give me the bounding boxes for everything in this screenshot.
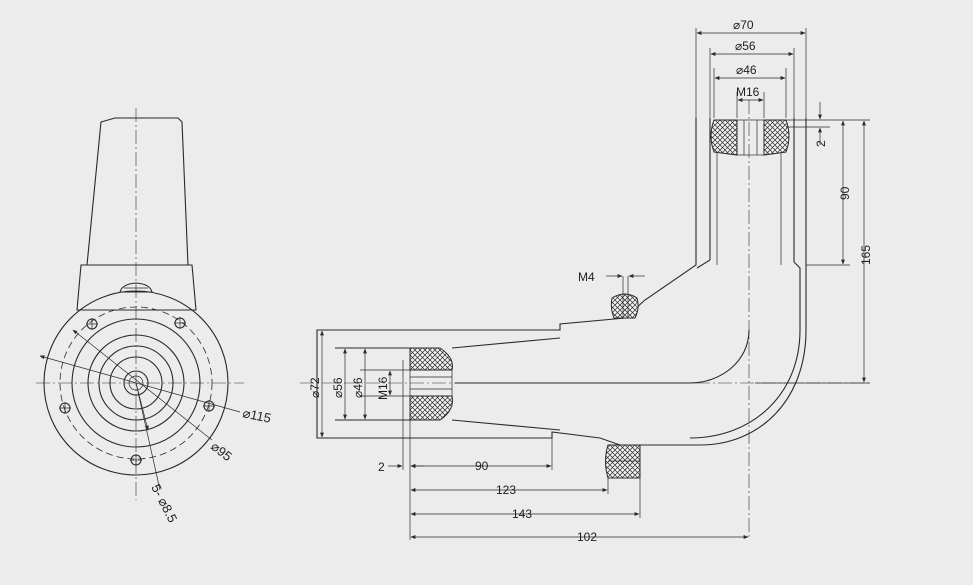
- dim-holes: 5- ⌀8.5: [148, 482, 180, 525]
- front-dimension-labels: ⌀115 ⌀95 5- ⌀8.5: [148, 405, 272, 525]
- dim-top-h90: 90: [838, 186, 852, 200]
- top-dimensions: ⌀70 ⌀56 ⌀46 M16 2 90 165: [695, 18, 873, 384]
- front-body-outline: [76, 264, 197, 311]
- dim-left-m16: M16: [376, 376, 390, 400]
- dim-left-d46: ⌀46: [351, 377, 365, 398]
- dim-left-d72: ⌀72: [308, 377, 322, 398]
- bottom-dimensions: 90 123 143 102: [410, 432, 749, 544]
- dim-top-m16: M16: [736, 85, 760, 99]
- dim-bottom-143: 143: [512, 507, 532, 521]
- dim-top-d46: ⌀46: [736, 63, 757, 77]
- side-view: ⌀70 ⌀56 ⌀46 M16 2 90 165: [300, 18, 873, 544]
- dim-bottom-102: 102: [577, 530, 597, 544]
- dim-left-d56: ⌀56: [331, 377, 345, 398]
- top-insert: [710, 119, 790, 156]
- m4-insert: [610, 276, 639, 319]
- dim-d115: ⌀115: [241, 405, 272, 426]
- dim-top-d56: ⌀56: [735, 39, 756, 53]
- dim-top-d70: ⌀70: [733, 18, 754, 32]
- dim-bottom-123: 123: [496, 483, 516, 497]
- dim-left-gap2: 2: [378, 460, 385, 474]
- m4-dimension: M4: [578, 270, 645, 284]
- dim-d95: ⌀95: [208, 439, 235, 465]
- left-insert: [409, 347, 453, 421]
- bolt-holes: [59, 317, 215, 466]
- elbow-inner-curve: [455, 329, 750, 384]
- dim-bottom-90: 90: [475, 459, 489, 473]
- bottom-insert: [605, 444, 641, 479]
- left-dimensions: ⌀72 ⌀56 ⌀46 M16 2: [308, 330, 424, 540]
- dim-m4: M4: [578, 270, 595, 284]
- elbow-outer-outline: [316, 118, 807, 446]
- front-neck-outline: [86, 117, 189, 266]
- dim-top-gap2: 2: [814, 140, 828, 147]
- front-view: ⌀115 ⌀95 5- ⌀8.5: [36, 108, 272, 525]
- dim-top-h165: 165: [859, 245, 873, 265]
